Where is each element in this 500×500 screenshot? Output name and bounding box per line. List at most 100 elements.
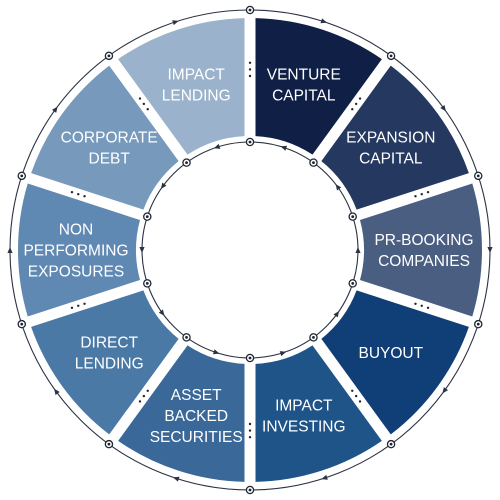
label-line: NON [59,222,93,239]
inner-node-core [351,281,355,285]
gap-dot [351,108,354,111]
label-line: CAPITAL [272,88,336,105]
gap-dot [248,436,252,439]
label-line: LENDING [75,355,144,372]
gap-dot [146,108,149,111]
gap-dot [77,192,80,196]
outer-node-core [389,54,393,58]
segment-expansion-capital [321,65,469,210]
outer-node-core [476,174,480,178]
ring-arrow [280,145,288,151]
inner-node-core [248,140,252,144]
label-line: CORPORATE [61,130,158,147]
label-line: BACKED [164,408,228,425]
gap-dot [70,190,74,194]
gap-dot [354,394,358,398]
label-line: COMPANIES [378,253,470,270]
gap-dot [70,306,74,310]
gap-dot [77,304,80,308]
gap-dot [83,195,86,198]
segment-direct-lending [31,290,179,435]
gap-dot [248,68,252,71]
ring-arrow [172,20,179,26]
inner-node-core [185,335,188,339]
gap-dot [248,61,252,64]
segment-buyout [321,290,469,435]
label-line: IMPACT [167,67,225,84]
inner-node-core [351,215,355,219]
label-line: CAPITAL [359,151,423,168]
gap-dot [358,400,362,403]
gap-dot [420,192,423,196]
outer-node-core [389,442,393,446]
ring-arrow [158,309,165,316]
inner-node-core [248,356,252,360]
gap-dot [354,102,358,106]
label-line: INVESTING [262,419,346,436]
outer-node-core [20,322,24,326]
gap-dot [138,400,142,403]
gap-dot [414,302,417,305]
gap-dot [248,422,252,426]
gap-dot [351,389,354,392]
label-line: DEBT [89,151,131,168]
ring-arrow [487,247,493,253]
connector-group [7,5,493,495]
segment-impact-investing [255,345,382,482]
inner-node-core [145,281,149,285]
ring-arrow [440,104,446,112]
label-line: IMPACT [275,398,333,415]
gap-dot [83,302,86,305]
inner-node-core [145,215,149,219]
segment-pr-booking-companies [359,183,482,317]
label-non-performing-exposures: NON PERFORMING EXPOSURES [23,222,128,281]
label-buyout: BUYOUT [359,345,424,362]
segment-corporate-debt [31,65,179,210]
label-line: ASSET [171,387,222,404]
ring-arrow [335,184,342,191]
gap-dot [358,97,362,100]
label-direct-lending: DIRECT LENDING [75,334,144,372]
gap-dot [248,74,252,78]
ring-arrow [160,182,167,189]
gap-dot [146,389,149,392]
ring-arrow [321,474,328,480]
ring-arrow [279,351,287,357]
ring-arrow [213,143,221,149]
label-line: PERFORMING [23,243,128,260]
ring-arrow [333,311,340,318]
gap-dot [426,306,430,310]
outer-node-core [20,174,24,178]
inner-ring [141,141,359,359]
inner-node-core [312,335,315,339]
ring-arrow [139,247,145,253]
ring-arrow [7,247,13,253]
outer-node-core [248,488,252,492]
ring-arrow [172,476,180,482]
label-line: DIRECT [80,334,138,351]
gap-dot [414,195,417,198]
label-line: EXPOSURES [28,264,124,281]
outer-node-core [248,8,252,12]
outer-node-core [476,322,480,326]
outer-node-core [107,442,111,446]
label-corporate-debt: CORPORATE DEBT [61,130,158,168]
label-line: BUYOUT [359,345,424,362]
ring-arrow [320,18,328,24]
label-impact-investing: IMPACT INVESTING [262,398,346,436]
ring-arrow [212,349,220,355]
gap-dot [138,97,142,100]
label-line: LENDING [162,88,231,105]
gap-dot [142,102,146,106]
label-line: EXPANSION [346,130,435,147]
gap-dot [420,304,423,308]
label-line: SECURITIES [150,429,243,446]
label-impact-lending: IMPACT LENDING [162,67,231,105]
segment-impact-lending [118,18,245,155]
gap-dot [426,190,430,194]
label-line: PR-BOOKING [374,232,473,249]
segment-venture-capital [255,18,382,155]
segment-asset-backed-securities [118,345,245,482]
